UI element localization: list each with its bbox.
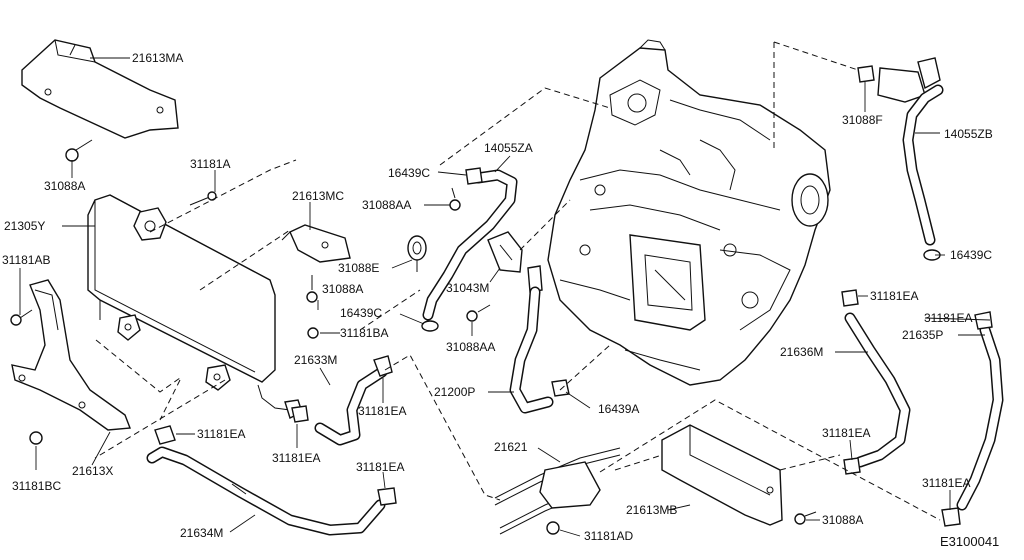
- leader-lines: [19, 57, 991, 537]
- label-21305Y: 21305Y: [4, 219, 45, 233]
- label-31088A-top: 31088A: [44, 179, 85, 193]
- label-14055ZA: 14055ZA: [484, 141, 533, 155]
- clamp-31088F: [857, 65, 875, 83]
- label-21613X: 21613X: [72, 464, 113, 478]
- clamp-31181EA-e: [841, 289, 859, 307]
- bolt-31088A-top: [65, 139, 93, 162]
- clamp-31181EA-g: [974, 311, 993, 330]
- oil-cooler: [87, 194, 303, 419]
- label-31088AA-b: 31088AA: [446, 340, 495, 354]
- label-31181EA-f: 31181EA: [924, 311, 973, 325]
- clamp-16439C-a: [465, 167, 483, 185]
- label-21634M: 21634M: [180, 526, 223, 540]
- clamp-31181EA-d: [377, 487, 397, 506]
- label-31043M: 31043M: [446, 281, 489, 295]
- bolt-31181AD: [546, 521, 560, 535]
- label-21200P: 21200P: [434, 385, 475, 399]
- label-31181EA-c: 31181EA: [197, 427, 246, 441]
- label-31181EA-d: 31181EA: [356, 460, 405, 474]
- valve-top-right: [877, 57, 941, 103]
- nut-31181BA: [307, 327, 319, 339]
- diagram-code: E3100041: [940, 534, 999, 549]
- pipe-21621: [494, 447, 621, 535]
- clamp-16439A: [551, 379, 570, 397]
- bracket-21613MC: [281, 224, 351, 263]
- label-31181EA-h: 31181EA: [922, 476, 971, 490]
- bracket-21613MA: [21, 39, 179, 139]
- part-labels: 21613MA 31088A 31181A 21305Y 31181AB 216…: [2, 51, 999, 549]
- label-31181BC: 31181BC: [12, 479, 61, 493]
- bolt-31088AA-a: [449, 187, 461, 211]
- hose-14055ZB: [902, 84, 944, 246]
- clamp-31181EA-a: [373, 355, 393, 377]
- hose-21200P: [509, 265, 554, 414]
- bracket-31043M: [487, 231, 523, 273]
- label-21613MA: 21613MA: [132, 51, 183, 65]
- clamp-31181EA-c: [154, 425, 176, 445]
- label-16439C-a: 16439C: [388, 166, 430, 180]
- label-31181EA-g: 31181EA: [822, 426, 871, 440]
- bolt-31181BC: [29, 431, 43, 445]
- hose-21634M: [146, 446, 386, 536]
- label-31088F: 31088F: [842, 113, 883, 127]
- label-21613MB: 21613MB: [626, 503, 677, 517]
- label-31181EA-a: 31181EA: [358, 404, 407, 418]
- bolt-31181A: [189, 191, 217, 206]
- label-31088A-bottom: 31088A: [822, 513, 863, 527]
- hose-21636M: [844, 312, 911, 468]
- bracket-21613MB: [661, 424, 783, 526]
- bolt-31088AA-b: [466, 304, 491, 322]
- label-31088A-mid: 31088A: [322, 282, 363, 296]
- label-21621: 21621: [494, 440, 528, 454]
- hose-14055ZA: [422, 169, 518, 321]
- label-16439A: 16439A: [598, 402, 639, 416]
- label-31088E: 31088E: [338, 261, 379, 275]
- label-21633M: 21633M: [294, 353, 337, 367]
- label-21635P: 21635P: [902, 328, 943, 342]
- clamp-31181EA-f: [843, 457, 861, 475]
- clamp-16439C-b: [421, 320, 439, 332]
- label-31088AA-a: 31088AA: [362, 198, 411, 212]
- label-21613MC: 21613MC: [292, 189, 344, 203]
- label-31181EA-e: 31181EA: [870, 289, 919, 303]
- bolt-31088A-bottom: [794, 511, 817, 525]
- hose-21635P: [956, 324, 1004, 511]
- bolt-31181AB: [10, 309, 33, 326]
- label-31181EA-b: 31181EA: [272, 451, 321, 465]
- bracket-21613X: [11, 279, 131, 431]
- clamp-31181EA-b: [291, 405, 309, 423]
- label-21636M: 21636M: [780, 345, 823, 359]
- transmission-assembly: [547, 39, 831, 386]
- label-31181A: 31181A: [190, 157, 230, 171]
- label-14055ZB: 14055ZB: [944, 127, 993, 141]
- label-31181BA: 31181BA: [340, 326, 389, 340]
- label-16439C-c: 16439C: [950, 248, 992, 262]
- clip-31088E: [407, 235, 427, 272]
- clamp-31181EA-h: [941, 507, 961, 527]
- bolt-31088A-mid: [306, 275, 318, 303]
- reference-lines: [94, 41, 941, 521]
- label-16439C-b: 16439C: [340, 306, 382, 320]
- label-31181AB: 31181AB: [2, 253, 51, 267]
- hose-21633M: [314, 366, 388, 446]
- label-31181AD: 31181AD: [584, 529, 633, 543]
